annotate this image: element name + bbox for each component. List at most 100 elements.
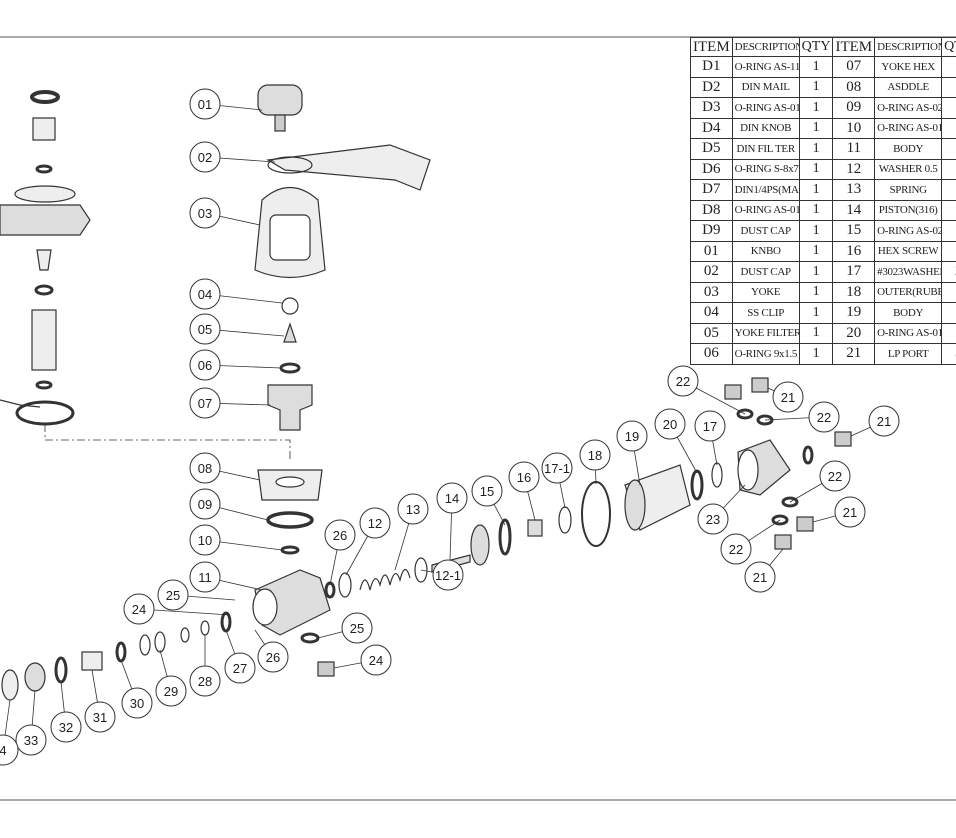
callout-circle — [697, 503, 729, 535]
dust-cap-ring — [267, 156, 313, 174]
knob-01 — [257, 84, 303, 116]
callout-04: 04 — [189, 278, 221, 310]
callout-21: 21 — [744, 561, 776, 593]
lp-port — [774, 534, 792, 550]
table-cell: 02 — [690, 261, 733, 283]
table-cell: 12 — [832, 158, 876, 180]
callout-15: 15 — [471, 475, 503, 507]
column-header: DESCRIPTION — [874, 37, 943, 57]
callout-circle — [189, 561, 221, 593]
callout-label: 21 — [753, 570, 767, 585]
callout-label: 22 — [828, 469, 842, 484]
callout-label: 21 — [781, 390, 795, 405]
o-ring-10 — [280, 545, 300, 555]
din-knob-top — [14, 185, 76, 203]
table-cell: O-RING AS-011x90 — [731, 199, 800, 221]
callout-circle — [189, 387, 221, 419]
callout-label: 23 — [706, 512, 720, 527]
o-ring-22 — [736, 408, 754, 420]
table-cell: 08 — [832, 76, 876, 98]
washer-12 — [338, 572, 352, 598]
callout-label: 28 — [198, 674, 212, 689]
callout-label: 4 — [0, 743, 7, 758]
callout-circle — [50, 711, 82, 743]
callout-label: 05 — [198, 322, 212, 337]
o-ring-d1 — [30, 90, 60, 104]
callout-label: 18 — [588, 448, 602, 463]
o-ring-20 — [690, 469, 704, 501]
o-ring-22 — [781, 496, 799, 508]
callout-label: 33 — [24, 733, 38, 748]
callout-13: 13 — [397, 493, 429, 525]
table-cell: SS CLIP — [731, 302, 800, 324]
callout-label: 31 — [93, 710, 107, 725]
table-cell: D8 — [690, 199, 733, 221]
table-cell: 1 — [941, 199, 956, 221]
callout-label: 17-1 — [544, 461, 570, 476]
o-ring-d6 — [34, 284, 54, 296]
table-cell: PISTON(316) — [874, 199, 943, 221]
table-cell: D4 — [690, 117, 733, 139]
table-cell: 1 — [798, 56, 834, 78]
callout-24: 24 — [360, 644, 392, 676]
din-filter — [36, 249, 52, 271]
callout-circle — [257, 641, 289, 673]
table-cell: 1 — [941, 179, 956, 201]
callout-label: 12 — [368, 516, 382, 531]
table-cell: 1 — [941, 117, 956, 139]
dust-cap-d9 — [15, 400, 75, 426]
callout-label: 27 — [233, 661, 247, 676]
table-cell: 18 — [832, 281, 876, 303]
callout-31: 31 — [84, 701, 116, 733]
callout-label: 25 — [166, 588, 180, 603]
callout-label: 07 — [198, 396, 212, 411]
callout-label: 24 — [369, 653, 383, 668]
table-cell: 15 — [832, 220, 876, 242]
callout-24: 24 — [123, 593, 155, 625]
table-cell: D7 — [690, 179, 733, 201]
callout-09: 09 — [189, 488, 221, 520]
callout-16: 16 — [508, 461, 540, 493]
callout-label: 15 — [480, 484, 494, 499]
callout-circle — [359, 507, 391, 539]
callout-circle — [616, 420, 648, 452]
table-cell: 11 — [832, 138, 876, 160]
callout-21: 21 — [772, 381, 804, 413]
o-ring-09 — [266, 511, 314, 529]
callout-label: 08 — [198, 461, 212, 476]
callout-11: 11 — [189, 561, 221, 593]
callout-circle — [157, 579, 189, 611]
table-cell: D2 — [690, 76, 733, 98]
callout-circle — [667, 365, 699, 397]
table-cell: BODY — [874, 138, 943, 160]
yoke-hex-07 — [267, 384, 313, 431]
callout-label: 10 — [198, 533, 212, 548]
table-row: D1O-RING AS-112x90107YOKE HEX12 — [690, 56, 956, 78]
callout-circle — [15, 724, 47, 756]
callout-21: 21 — [868, 405, 900, 437]
table-cell: 1 — [941, 322, 956, 344]
lp-port — [834, 431, 852, 447]
table-cell: 1 — [798, 322, 834, 344]
o-ring-30 — [115, 641, 127, 663]
table-cell: O-RING AS-011x90 — [874, 117, 943, 139]
callout-label: 22 — [676, 374, 690, 389]
callout-label: 21 — [843, 505, 857, 520]
callout-label: 26 — [266, 650, 280, 665]
table-cell: 03 — [690, 281, 733, 303]
callout-20: 20 — [654, 408, 686, 440]
table-cell: 21 — [832, 343, 876, 365]
callout-circle — [155, 675, 187, 707]
table-cell: BODY — [874, 302, 943, 324]
callout-circle — [579, 439, 611, 471]
table-cell: HEX SCREW — [874, 240, 943, 262]
o-ring-15 — [498, 518, 512, 556]
table-cell: 13 — [832, 179, 876, 201]
callout-circle — [720, 533, 752, 565]
callout-label: 09 — [198, 497, 212, 512]
